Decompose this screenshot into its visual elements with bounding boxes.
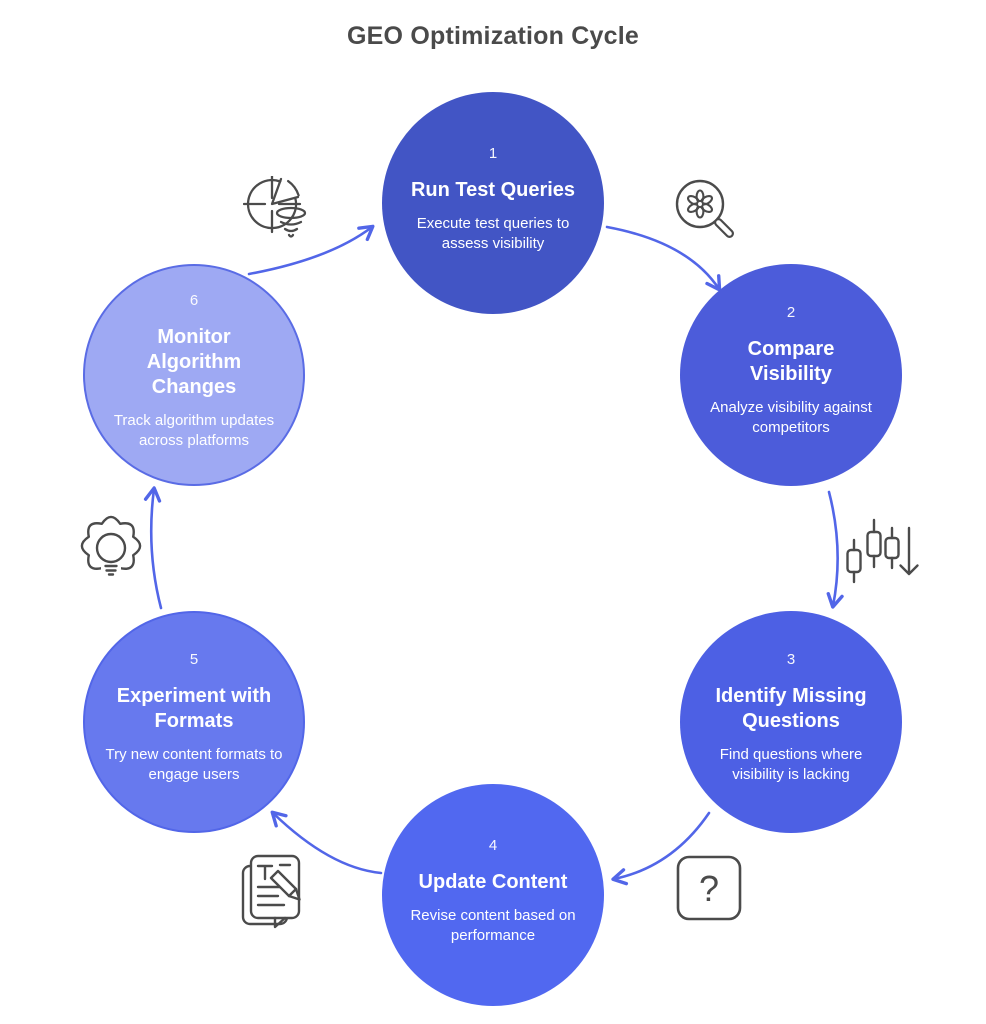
step-circle-3: 3 Identify Missing Questions Find questi… bbox=[680, 611, 902, 833]
step-number: 5 bbox=[189, 651, 199, 669]
step-circle-4: 4 Update Content Revise content based on… bbox=[382, 784, 604, 1006]
arrow-step5-to-step6 bbox=[143, 486, 163, 610]
step-title: Experiment with Formats bbox=[116, 685, 272, 733]
step-description: Find questions where visibility is lacki… bbox=[719, 746, 863, 783]
step-circle-6: 6 Monitor Algorithm Changes Track algori… bbox=[83, 264, 305, 486]
step-number: 2 bbox=[786, 304, 796, 322]
step-description: Revise content based on performance bbox=[410, 906, 576, 944]
step-title: Update Content bbox=[418, 870, 568, 893]
step-description: Analyze visibility against competitors bbox=[710, 399, 872, 436]
step-title: Identify Missing Questions bbox=[715, 685, 867, 733]
page-title: GEO Optimization Cycle bbox=[347, 22, 639, 50]
arrow-step2-to-step3 bbox=[826, 490, 844, 609]
step-description: Try new content formats to engage users bbox=[105, 746, 283, 783]
step-circle-1: 1 Run Test Queries Execute test queries … bbox=[382, 92, 604, 314]
search-gear-icon bbox=[675, 179, 734, 238]
step-title: Monitor Algorithm Changes bbox=[146, 325, 242, 398]
question-box-icon: ? bbox=[676, 855, 742, 921]
step-number: 6 bbox=[189, 291, 199, 309]
step-title: Run Test Queries bbox=[410, 178, 576, 201]
step-title: Compare Visibility bbox=[747, 338, 835, 386]
step-description: Track algorithm updates across platforms bbox=[113, 411, 275, 449]
target-chart-funnel-icon bbox=[243, 176, 307, 238]
gear-lightbulb-icon bbox=[80, 515, 142, 579]
step-number: 3 bbox=[786, 651, 796, 669]
step-number: 4 bbox=[488, 836, 498, 854]
step-number: 1 bbox=[488, 144, 498, 162]
candlestick-decline-icon bbox=[846, 518, 919, 584]
step-circle-2: 2 Compare Visibility Analyze visibility … bbox=[680, 264, 902, 486]
question-glyph: ? bbox=[699, 868, 719, 909]
document-edit-icon bbox=[241, 854, 301, 929]
step-circle-5: 5 Experiment with Formats Try new conten… bbox=[83, 611, 305, 833]
step-description: Execute test queries to assess visibilit… bbox=[416, 214, 570, 252]
